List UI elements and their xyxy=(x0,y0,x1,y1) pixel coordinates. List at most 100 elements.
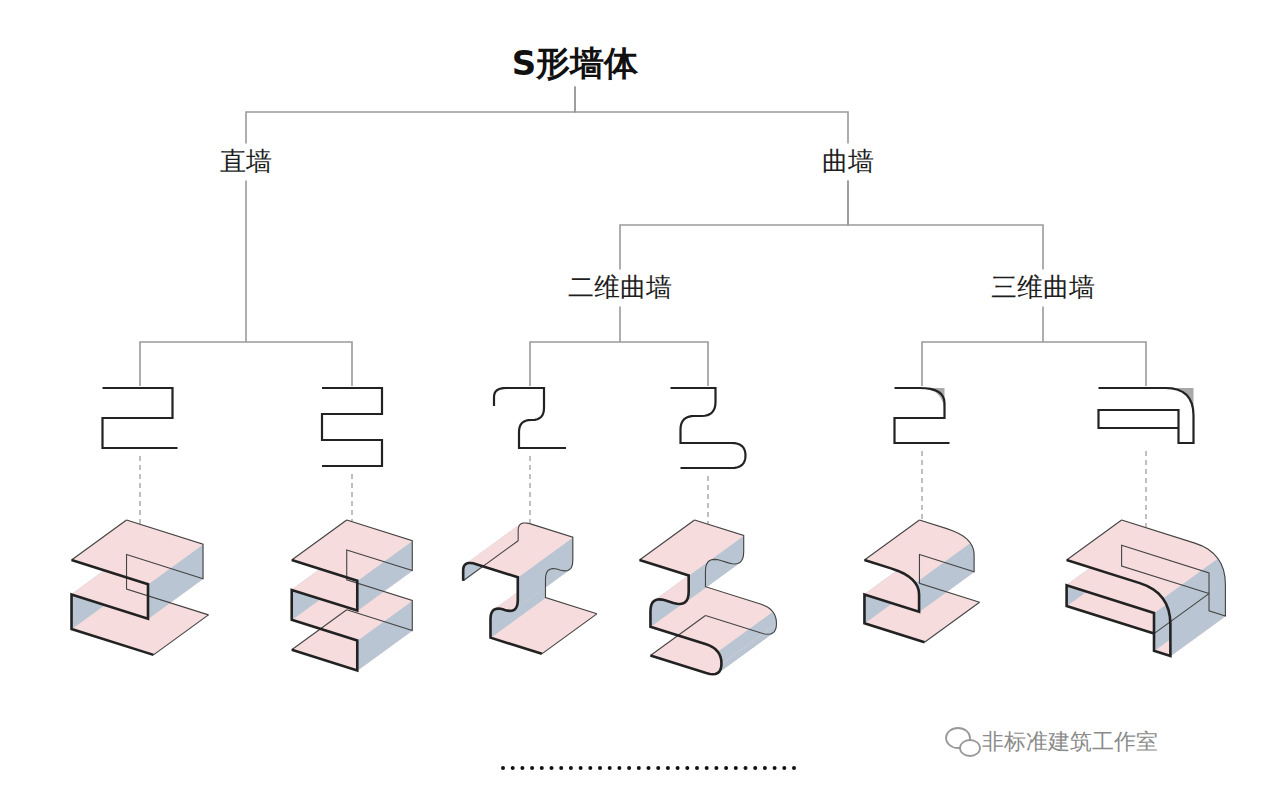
dot xyxy=(579,766,583,770)
front-edge xyxy=(640,560,722,674)
dot xyxy=(666,766,670,770)
dot xyxy=(753,766,757,770)
slab-face xyxy=(864,520,946,569)
node-text: 直墙 xyxy=(220,146,272,177)
dot xyxy=(695,766,699,770)
slab-face xyxy=(640,520,744,576)
section-fill xyxy=(919,388,945,414)
category-node: 直墙 xyxy=(214,143,278,180)
side-edge xyxy=(542,614,597,654)
tree-line xyxy=(245,181,247,342)
dot xyxy=(792,766,796,770)
back-edge xyxy=(695,520,777,634)
side-edge xyxy=(925,602,980,642)
extruded-wall xyxy=(463,523,597,654)
dot xyxy=(520,766,524,770)
bubble xyxy=(960,740,980,756)
dot xyxy=(569,766,573,770)
dot xyxy=(685,766,689,770)
dot xyxy=(511,766,515,770)
node-text: 二维曲墙 xyxy=(568,272,672,303)
dot xyxy=(608,766,612,770)
dot xyxy=(540,766,544,770)
back-edge xyxy=(1122,520,1226,616)
section-profile xyxy=(103,388,178,448)
dot xyxy=(724,766,728,770)
extruded-wall xyxy=(864,520,979,642)
extruded-wall xyxy=(640,520,777,674)
dot xyxy=(637,766,641,770)
tree-line xyxy=(1042,307,1044,342)
dot xyxy=(773,766,777,770)
side-edge xyxy=(72,520,127,560)
front-edge xyxy=(292,560,358,670)
category-node: 三维曲墙 xyxy=(985,269,1101,306)
side-edge xyxy=(640,520,695,560)
front-edge xyxy=(1067,560,1171,656)
front-edge xyxy=(72,560,154,655)
slab-face xyxy=(292,520,413,581)
side-edge xyxy=(153,615,208,655)
dashed-guide xyxy=(351,474,353,528)
side-edge xyxy=(292,520,347,560)
node-text: S形墙体 xyxy=(512,43,639,84)
root-heading: S形墙体 xyxy=(506,40,645,87)
side-edge xyxy=(1067,520,1122,560)
front-edge xyxy=(463,563,542,654)
watermark: 非标准建筑工作室 xyxy=(982,727,1158,757)
extruded-wall xyxy=(72,520,209,655)
dot xyxy=(676,766,680,770)
dashed-guide xyxy=(707,476,709,528)
dot xyxy=(627,766,631,770)
section-profile xyxy=(322,388,382,466)
category-node: 曲墙 xyxy=(816,143,880,180)
dot xyxy=(763,766,767,770)
extruded-wall xyxy=(292,520,413,670)
ellipsis-dots xyxy=(501,766,796,770)
tree-line xyxy=(140,342,352,386)
tree-line xyxy=(922,342,1146,386)
dot xyxy=(559,766,563,770)
category-node: 二维曲墙 xyxy=(562,269,678,306)
tree-connector xyxy=(575,86,848,143)
dot xyxy=(501,766,505,770)
side-edge xyxy=(864,520,919,560)
dot xyxy=(656,766,660,770)
node-text: 曲墙 xyxy=(822,146,874,177)
back-edge xyxy=(127,520,209,615)
section-profile xyxy=(671,388,746,468)
slab-face xyxy=(1067,520,1195,583)
dot xyxy=(550,766,554,770)
tree-line xyxy=(619,307,621,342)
node-text: 三维曲墙 xyxy=(991,272,1095,303)
slab-face xyxy=(72,520,203,584)
dot xyxy=(598,766,602,770)
tree-line xyxy=(530,342,708,386)
dot xyxy=(744,766,748,770)
section-profile xyxy=(895,388,950,443)
front-edge xyxy=(864,560,924,642)
tree-connector xyxy=(246,86,575,143)
dot xyxy=(617,766,621,770)
dot xyxy=(530,766,534,770)
extruded-wall xyxy=(1067,520,1226,656)
dot xyxy=(588,766,592,770)
tree-connector xyxy=(620,181,848,270)
section-profile xyxy=(494,388,566,448)
back-edge xyxy=(919,520,979,602)
section-profile xyxy=(1099,388,1194,443)
dot xyxy=(705,766,709,770)
back-edge xyxy=(518,523,597,614)
wechat-icon xyxy=(946,728,980,756)
back-edge xyxy=(347,520,413,630)
dot xyxy=(714,766,718,770)
dashed-guide xyxy=(139,456,141,528)
dashed-guide xyxy=(1145,451,1147,528)
dashed-guide xyxy=(529,456,531,528)
tree-connector xyxy=(848,181,1043,270)
dot xyxy=(647,766,651,770)
dot xyxy=(734,766,738,770)
